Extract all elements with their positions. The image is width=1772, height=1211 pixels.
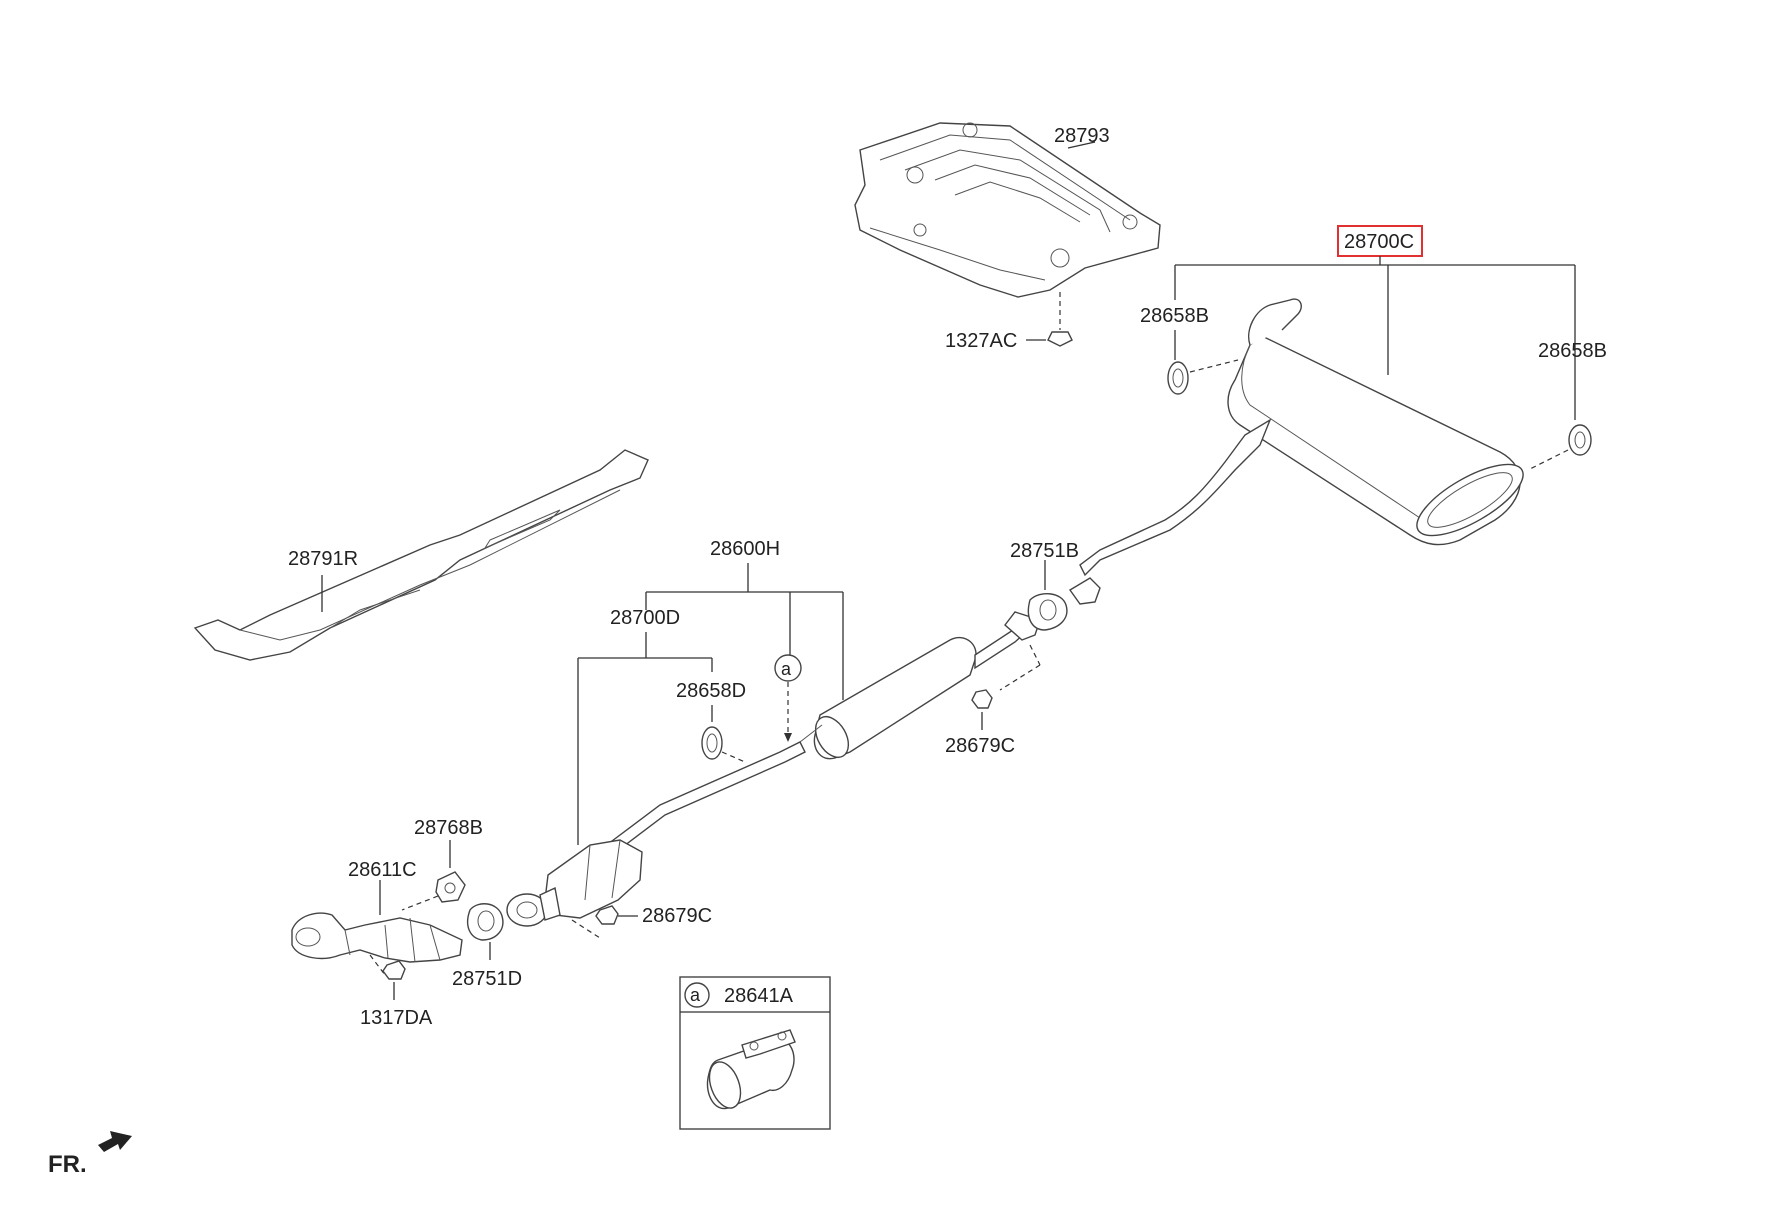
label-28679C-lower: 28679C (642, 905, 712, 927)
label-28768B: 28768B (414, 817, 483, 839)
pipe-clamp-28641A (706, 1029, 796, 1110)
label-28791R: 28791R (288, 548, 358, 570)
nut-28679C-lower (595, 905, 619, 925)
nut-1317DA (382, 960, 406, 980)
nut-28679C-upper (971, 689, 993, 709)
label-28658D: 28658D (676, 680, 746, 702)
hanger-28658B-left (1167, 359, 1239, 395)
inset-panel-28641A (679, 976, 831, 1130)
label-28751D: 28751D (452, 968, 522, 990)
gasket-28751D (466, 903, 504, 941)
bolt-1327AC (1047, 331, 1073, 347)
callout-a-circle (774, 654, 802, 682)
callout-a-arrow (784, 733, 792, 742)
callout-a-label: a (781, 659, 792, 679)
label-28611C: 28611C (348, 859, 417, 881)
label-28793: 28793 (1054, 125, 1110, 147)
hanger-28658D (701, 726, 746, 763)
front-label: FR. (48, 1151, 87, 1178)
front-arrow-icon (98, 1131, 132, 1152)
inset-a-label: a (690, 985, 701, 1005)
dash-28768B (401, 895, 439, 911)
label-28600H: 28600H (710, 538, 780, 560)
catalytic-converter (506, 839, 643, 939)
heat-protector-28793 (854, 122, 1161, 298)
heat-protector-28791R (193, 449, 649, 661)
label-28658B-right: 28658B (1538, 340, 1607, 362)
label-28679C-upper: 28679C (945, 735, 1015, 757)
leader-28793 (1067, 141, 1096, 149)
gasket-28751B (1027, 577, 1101, 631)
label-28700C: 28700C (1344, 231, 1414, 253)
exhaust-manifold-28611C (291, 912, 463, 976)
label-28700D: 28700D (610, 607, 680, 629)
gasket-28768B (435, 871, 466, 903)
label-28658B-left: 28658B (1140, 305, 1209, 327)
label-1317DA: 1317DA (360, 1007, 433, 1029)
hanger-28658B-right (1527, 424, 1592, 471)
label-1327AC: 1327AC (945, 330, 1017, 352)
rear-muffler-28700C (1079, 298, 1524, 577)
label-28641A: 28641A (724, 985, 794, 1007)
label-28751B: 28751B (1010, 540, 1079, 562)
